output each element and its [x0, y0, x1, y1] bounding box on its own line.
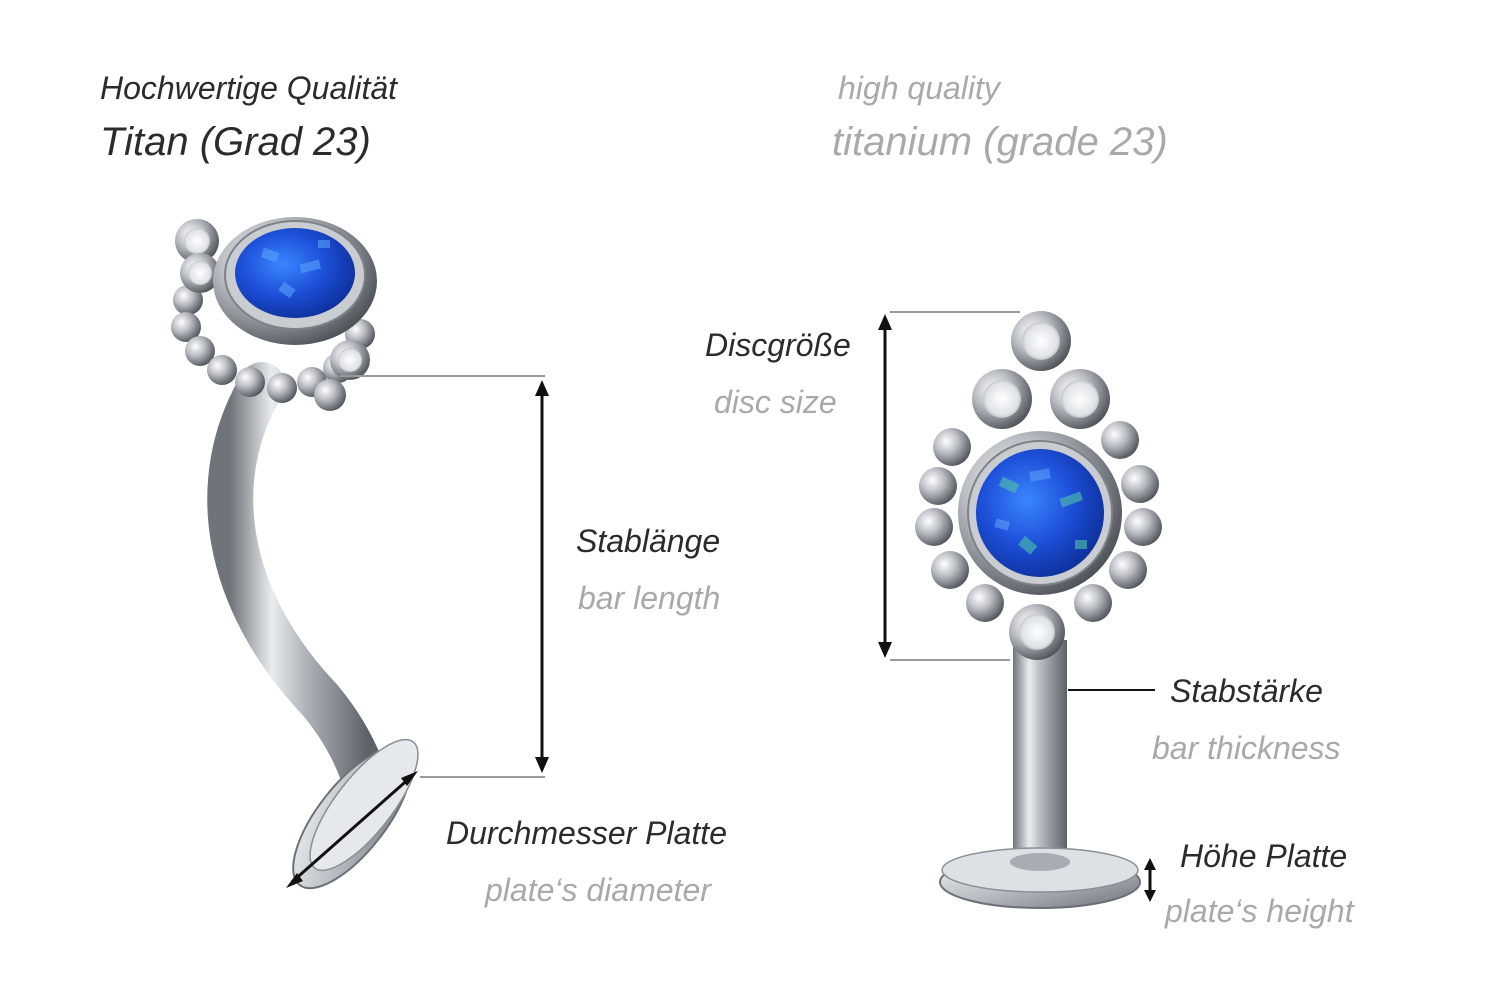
bar-length-arrow — [535, 380, 549, 773]
plate-diameter-arrow — [286, 771, 418, 888]
english-quality-heading: high quality — [838, 70, 1000, 106]
bar-thickness-label-de: Stabstärke — [1170, 673, 1323, 709]
english-material-heading: titanium (grade 23) — [832, 120, 1168, 164]
plate-height-arrow — [1144, 858, 1156, 902]
plate-diameter-label-de: Durchmesser Platte — [446, 815, 727, 851]
german-quality-heading: Hochwertige Qualität — [100, 70, 398, 106]
bar-length-label-en: bar length — [578, 580, 721, 616]
plate-height-label-en: plate‘s height — [1165, 893, 1354, 929]
bar-length-dimension — [340, 375, 545, 778]
disc-size-label-en: disc size — [714, 384, 837, 420]
curved-barbell-illustration — [171, 217, 419, 890]
bar-thickness-label-en: bar thickness — [1152, 730, 1341, 766]
plate-height-label-de: Höhe Platte — [1180, 838, 1348, 874]
disc-size-dimension — [890, 311, 1020, 661]
disc-size-label-de: Discgröße — [705, 327, 851, 363]
plate-diameter-label-en: plate‘s diameter — [485, 872, 711, 908]
bar-length-label-de: Stablänge — [576, 523, 721, 559]
labret-illustration — [915, 311, 1162, 909]
disc-size-arrow — [878, 314, 892, 658]
german-material-heading: Titan (Grad 23) — [100, 120, 371, 164]
